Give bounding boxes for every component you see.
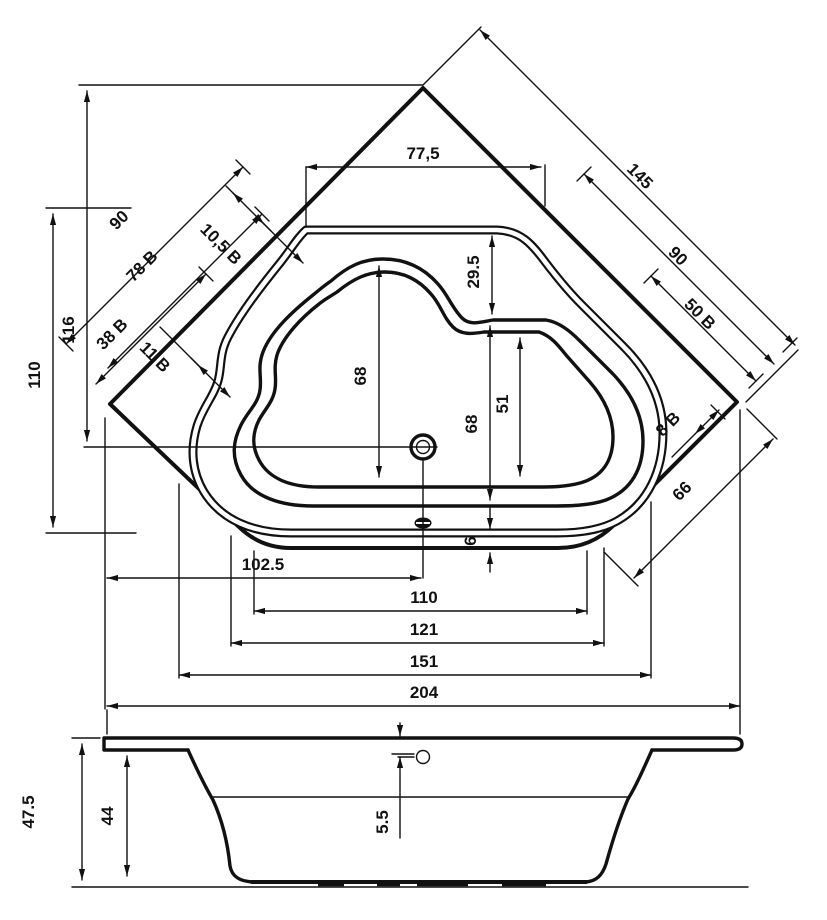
dim-label-121: 121 xyxy=(410,620,438,639)
dim-label-47-5: 47.5 xyxy=(19,795,38,828)
dim-label-29-5: 29.5 xyxy=(464,255,483,288)
top-view: 77,5 145 90 50 B 8 B 66 90 78 B 10,5 B 3… xyxy=(25,26,799,710)
dim-label-90-left: 90 xyxy=(106,207,133,234)
drain-side-view xyxy=(415,749,431,765)
dim-label-204: 204 xyxy=(410,683,439,702)
dim-label-78b: 78 B xyxy=(123,247,162,286)
dim-label-116: 116 xyxy=(59,316,78,343)
side-dimension-lines xyxy=(78,722,404,881)
dim-label-66: 66 xyxy=(669,478,696,505)
dim-label-145: 145 xyxy=(623,159,656,192)
side-dimension-labels: 47.5 44 5.5 xyxy=(19,795,392,833)
right-wall-profile xyxy=(584,748,654,884)
dim-label-68-b: 68 xyxy=(462,415,481,434)
dim-label-44: 44 xyxy=(98,806,117,825)
dim-label-50b: 50 B xyxy=(680,295,719,334)
dim-label-110-left: 110 xyxy=(25,361,44,388)
dim-label-77-5: 77,5 xyxy=(406,144,439,163)
tub-floor-contour xyxy=(252,270,615,489)
dimension-lines xyxy=(49,29,796,710)
tub-outer-outline xyxy=(108,86,739,550)
dim-label-68-a: 68 xyxy=(351,367,370,386)
dim-label-110-bottom: 110 xyxy=(410,588,437,607)
rim-profile xyxy=(102,736,744,752)
dim-label-5-5: 5.5 xyxy=(373,810,392,834)
dim-label-10-5b: 10,5 B xyxy=(196,220,245,269)
side-extension-lines xyxy=(71,709,741,839)
dim-label-38b: 38 B xyxy=(93,315,132,354)
left-wall-profile xyxy=(186,748,254,884)
dim-label-6: 6 xyxy=(461,536,480,545)
waterline-contour xyxy=(232,257,645,508)
dim-label-151: 151 xyxy=(410,652,438,671)
dim-label-90-right: 90 xyxy=(664,243,691,270)
side-view: 47.5 44 5.5 xyxy=(19,709,749,888)
dim-label-51: 51 xyxy=(493,395,512,414)
dim-label-102-5: 102.5 xyxy=(242,555,285,574)
